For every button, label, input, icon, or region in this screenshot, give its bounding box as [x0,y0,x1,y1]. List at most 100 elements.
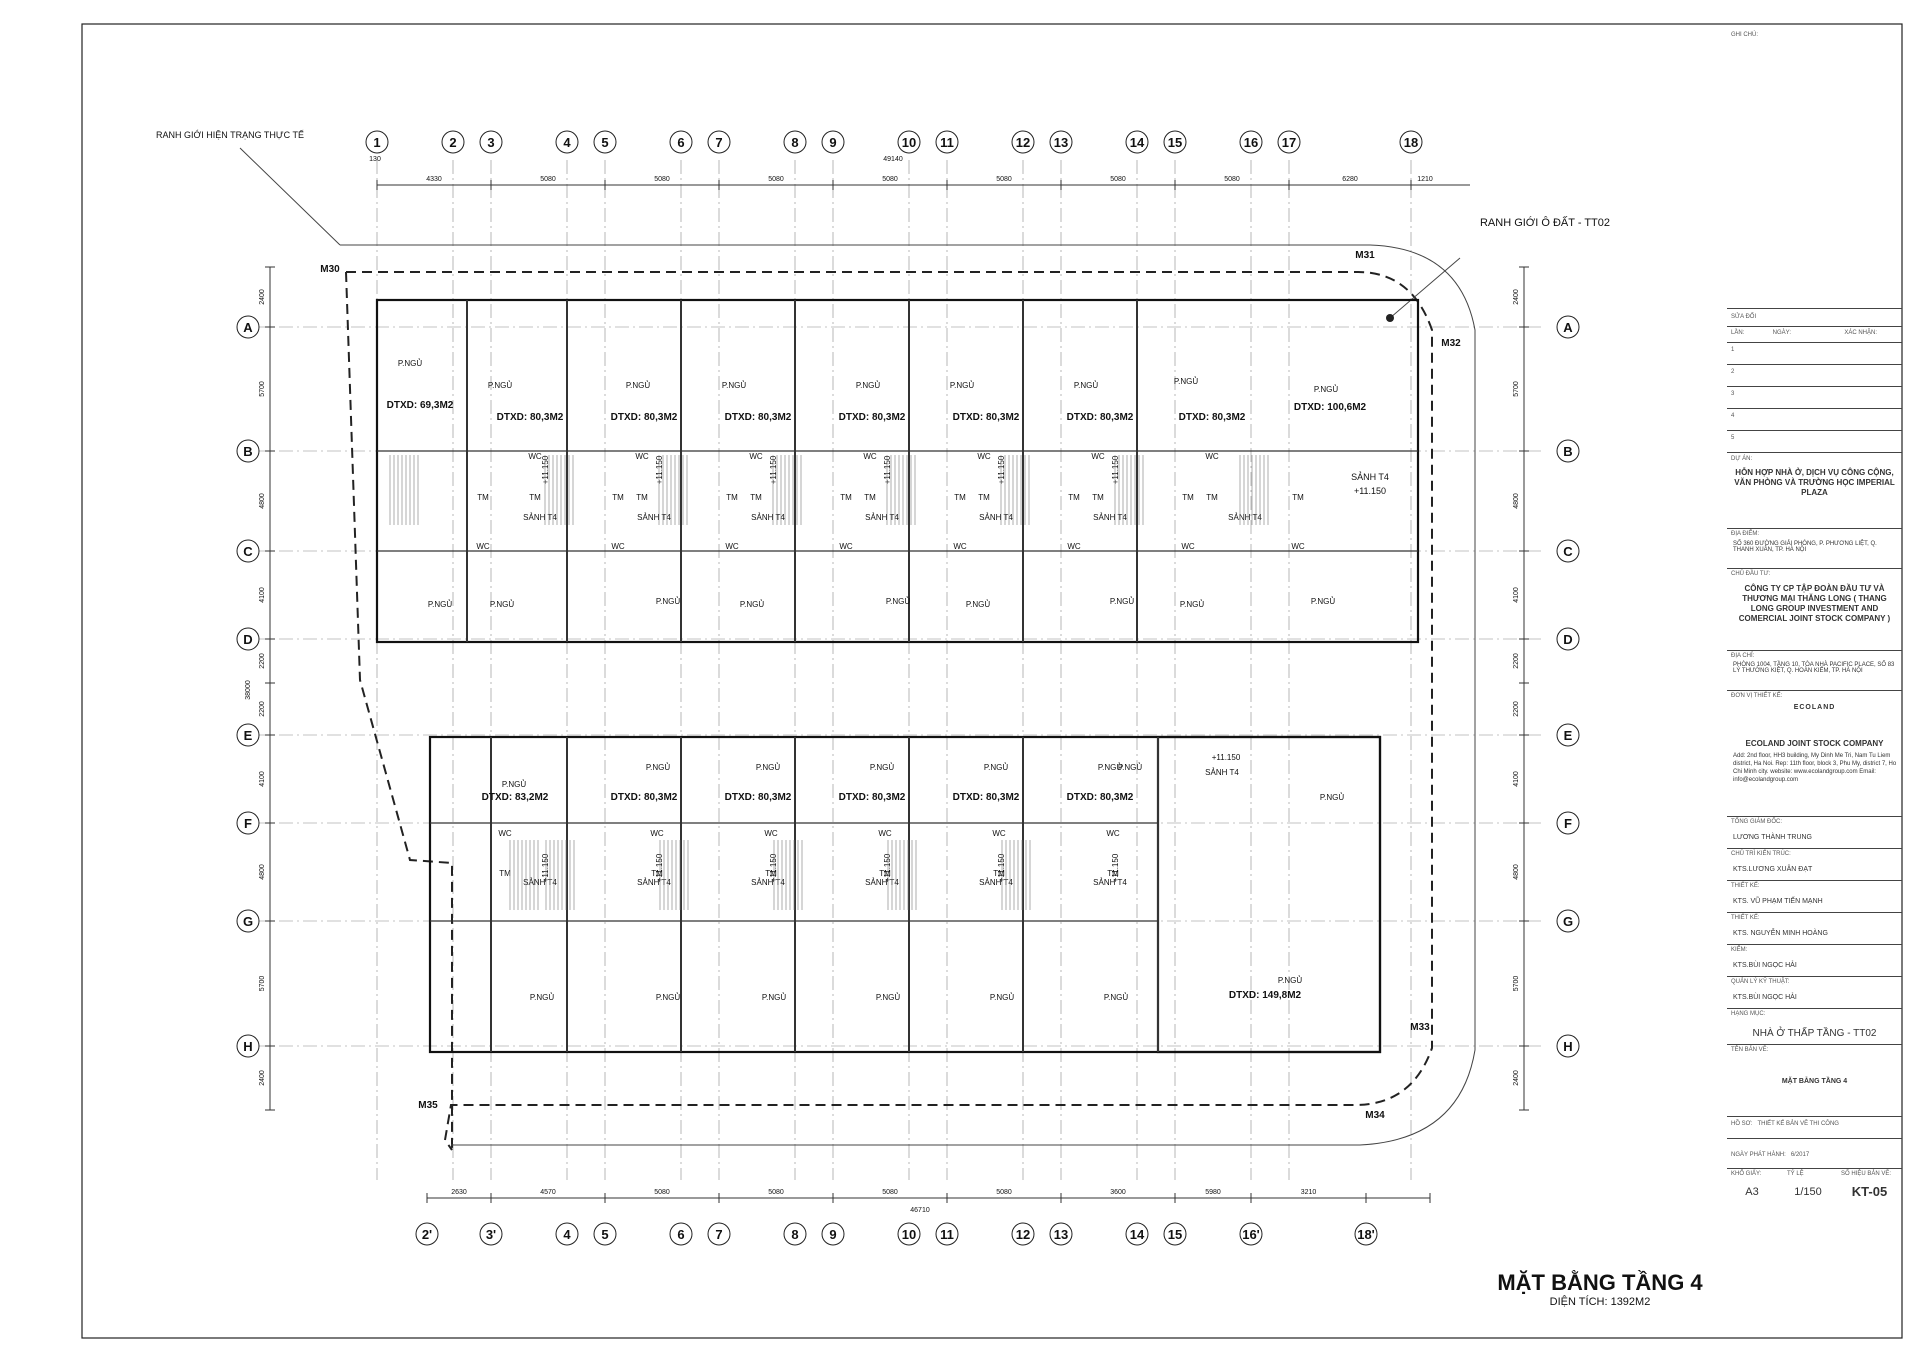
rev-row: 1 [1731,347,1735,353]
dimension-text: 5080 [768,1189,784,1196]
dimension-text: 4570 [540,1189,556,1196]
axis-bubble [1011,1222,1035,1246]
unit-area-label: DTXD: 80,3M2 [839,792,906,803]
axis-label: 5 [601,1227,608,1242]
ecoland-logo: ECOLAND [1793,704,1836,711]
issue-date: NGÀY PHÁT HÀNH: 6/2017 [1727,1152,1906,1158]
owner: CÔNG TY CP TẬP ĐOÀN ĐẦU TƯ VÀ THƯƠNG MẠI… [1738,584,1891,623]
room-label-wc: WC [1291,542,1305,551]
axis-label: 6 [677,135,684,150]
axis-label: 12 [1016,135,1030,150]
unit-area-label: DTXD: 80,3M2 [1067,412,1134,423]
axis-bubble [1239,130,1263,154]
row-label: C [1563,544,1573,559]
dimension-total: 46710 [910,1207,930,1214]
room-label-bedroom: P.NGỦ [530,993,555,1002]
room-label-wc: WC [528,452,542,461]
axis-label: 14 [1130,135,1145,150]
room-label-lobby: SẢNH T4 [637,513,671,522]
axis-bubble [593,130,617,154]
room-label-bedroom: P.NGỦ [428,600,453,609]
room-label-wc: WC [764,829,778,838]
designer-label: ĐƠN VỊ THIẾT KẾ: [1731,693,1783,699]
axis-label: 5 [601,135,608,150]
axis-bubble [783,130,807,154]
dimension-total: 38000 [245,680,252,700]
plot-boundary [345,271,453,1150]
dimension-text: 5080 [768,176,784,183]
survey-marker: M31 [1355,250,1375,261]
axis-label: 9 [829,1227,836,1242]
room-label-bedroom: P.NGỦ [656,597,681,606]
room-label-bedroom: P.NGỦ [656,993,681,1002]
scale-label: TỶ LỆ [1787,1171,1804,1177]
row-label: H [1563,1039,1572,1054]
axis-label: 15 [1168,135,1182,150]
dimension-total: 49140 [883,156,903,163]
item: NHÀ Ở THẤP TẦNG - TT02 [1752,1028,1877,1039]
room-label-lobby: SẢNH T4 [1093,878,1127,887]
axis-label: 10 [902,135,916,150]
room-label-wc: WC [650,829,664,838]
axis-bubble [555,130,579,154]
dimension-text: 4800 [1513,493,1520,509]
room-label-lift: TM [879,869,891,878]
axis-bubble [707,1222,731,1246]
row-label: F [1564,816,1572,831]
room-label-bedroom: P.NGỦ [984,763,1009,772]
room-label-wc: WC [476,542,490,551]
unit-area-label: DTXD: 80,3M2 [1067,792,1134,803]
room-label-bedroom: P.NGỦ [1278,976,1303,985]
axis-label: 3 [487,135,494,150]
drawing-area: DIỆN TÍCH: 1392M2 [1549,1296,1651,1308]
unit-area-label: DTXD: 80,3M2 [953,792,1020,803]
room-label-lobby: SẢNH T4 [865,513,899,522]
sheet-number-label: SỐ HIỆU BẢN VẼ: [1841,1171,1892,1177]
owner-label: CHỦ ĐẦU TƯ: [1731,571,1771,577]
dimension-text: 4100 [259,587,266,603]
rev-col-approve: XÁC NHẬN: [1844,330,1878,336]
room-label-lobby: SẢNH T4 [751,878,785,887]
room-label-lift: TM [993,869,1005,878]
paper-size: A3 [1745,1186,1759,1198]
axis-label: 8 [791,135,798,150]
revision-header: LẦN: NGÀY: XÁC NHẬN: [1727,330,1906,336]
axis-bubble [897,130,921,154]
dimension-text: 2400 [1513,289,1520,305]
axis-bubble [783,1222,807,1246]
room-label-lift: TM [726,493,738,502]
dimension-text: 3600 [1110,1189,1126,1196]
location: SỐ 360 ĐƯỜNG GIẢI PHÓNG, P. PHƯƠNG LIỆT,… [1733,541,1877,553]
unit-area-label: DTXD: 80,3M2 [725,792,792,803]
axis-bubble [1354,1222,1378,1246]
level-label: +11.150 [883,455,892,484]
rev-col-no: LẦN: [1731,330,1745,336]
axis-bubble [479,1222,503,1246]
axis-bubble [593,1222,617,1246]
axis-label: 11 [940,135,954,150]
checker-label: KIỂM: [1731,947,1748,953]
dimension-text: 2200 [259,701,266,717]
axis-bubble [897,1222,921,1246]
revision-label: SỬA ĐỔI [1731,314,1757,320]
axis-bubble [707,130,731,154]
row-bubble [236,811,260,835]
room-label-bedroom: P.NGỦ [502,780,527,789]
room-label-lobby: SẢNH T4 [523,878,557,887]
room-label-wc: WC [611,542,625,551]
axis-bubble [1049,130,1073,154]
row-label: D [243,632,252,647]
room-label-lift: TM [1292,493,1304,502]
dimension-text: 5980 [1205,1189,1221,1196]
level-label: +11.150 [1354,486,1386,496]
axis-label: 6 [677,1227,684,1242]
axis-label: 14 [1130,1227,1145,1242]
drawing-title: MẶT BẰNG TẦNG 4 [1497,1270,1703,1295]
level-label: +11.150 [541,853,550,882]
room-label-bedroom: P.NGỦ [856,381,881,390]
survey-marker: M34 [1365,1110,1385,1121]
row-bubble [1556,811,1580,835]
room-label-bedroom: P.NGỦ [1314,385,1339,394]
row-label: C [243,544,253,559]
axis-bubble [1239,1222,1263,1246]
